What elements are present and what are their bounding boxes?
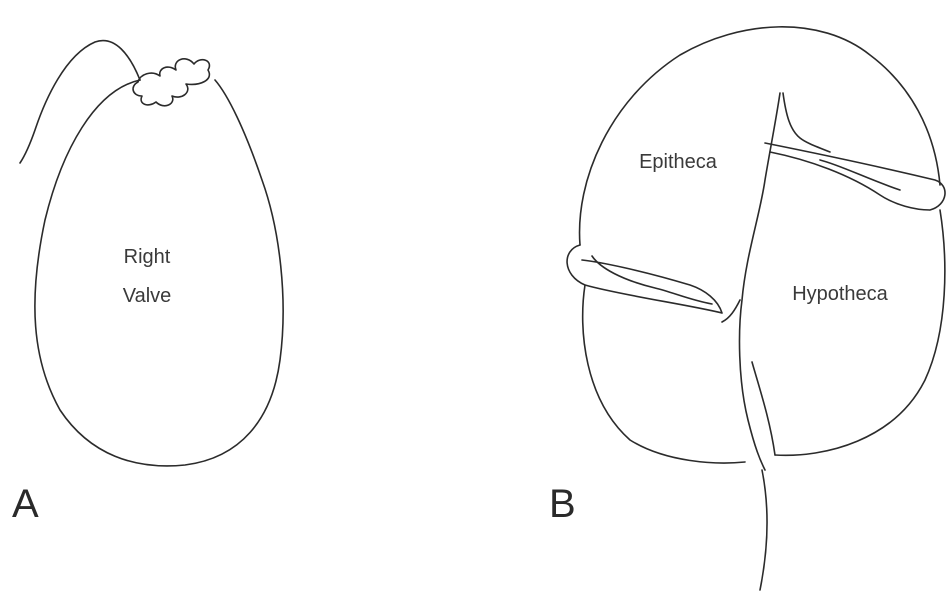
right-valve-label-line1: Right bbox=[124, 246, 171, 268]
hypotheca-outline bbox=[583, 210, 945, 463]
apical-structure bbox=[133, 59, 209, 106]
epitheca-outline bbox=[580, 27, 940, 245]
girdle-right bbox=[765, 143, 945, 210]
panel-letter-a: A bbox=[12, 482, 39, 526]
girdle-left bbox=[567, 245, 722, 313]
hypotheca-label: Hypotheca bbox=[792, 283, 888, 305]
epitheca-label: Epitheca bbox=[639, 151, 718, 173]
right-valve-outline bbox=[35, 80, 283, 466]
right-valve-label-line2: Valve bbox=[123, 285, 172, 307]
panel-b: Epitheca Hypotheca B bbox=[549, 27, 945, 590]
panel-letter-b: B bbox=[549, 482, 576, 526]
panel-a: Right Valve A bbox=[12, 41, 283, 526]
flagellum bbox=[20, 41, 140, 163]
sulcus bbox=[722, 93, 830, 590]
